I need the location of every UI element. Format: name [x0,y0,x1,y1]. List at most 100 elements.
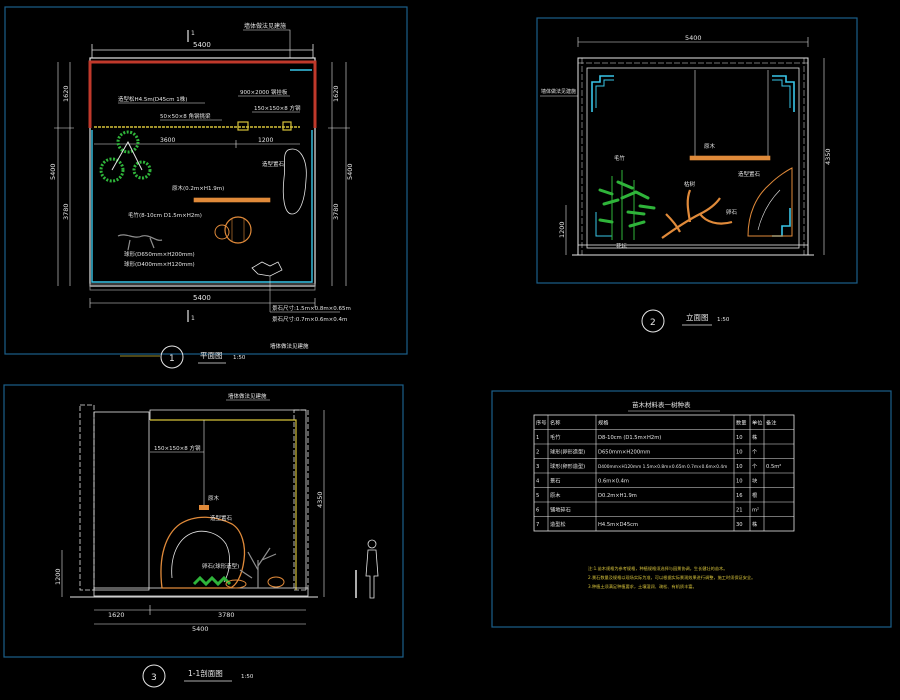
table-cell: 0.6m×0.4m [598,479,629,485]
table-note-line: 注:1.苗木规格为参考规格，种植规格须选择与园景协调，生长健壮的苗木。 [588,565,727,572]
elevation-panel-frame [536,17,858,284]
table-cell: 16 [736,493,743,499]
elevation-dim-right: 4350 [824,148,832,165]
table-notes: 注:1.苗木规格为参考规格，种植规格须选择与园景协调，生长健壮的苗木。2.景石数… [588,565,755,590]
table-cell: 块 [752,477,758,485]
table-cell: 景石 [550,478,560,485]
plan-label-rock1: 景石尺寸:1.5m×0.8m×0.65m [272,304,351,312]
table-grid [534,415,794,531]
table-header-cell: 单位 [752,419,762,427]
elevation-dim-left: 1200 [558,221,566,238]
plan-dim-top: 5400 [193,41,211,49]
table-header-cell: 名称 [550,419,560,427]
section-dim-bottom-b: 3780 [218,611,235,619]
plan-label-plank: 原木(0.2m×H1.9m) [172,184,224,192]
table-cell: 0.5m² [766,464,781,470]
table-cell: 球形(卵形造型) [550,448,585,456]
table-header-cell: 序号 [536,419,546,427]
table-note-line: 3.种植土须满足种植要求，土壤湿润、疏松、有机质丰富。 [588,583,697,590]
plan-label-rock2: 景石尺寸:0.7m×0.6m×0.4m [272,315,347,323]
plan-label-pine: 造型松H4.5m(D45cm 1株) [118,95,187,103]
plan-label-beam: 900×2000 钢挂板 [240,88,288,96]
plan-label-ball2: 球形(D400mm×H120mm) [124,260,195,268]
plan-dim-right-total: 5400 [346,163,354,180]
section-drawing: 150×150×8 方钢 原木 造型置石 卵石(球形造型) 墙体做法见建施 43… [54,392,379,688]
plan-drawing: 5400 1 墙体做法见建施 5400 1620 3780 1620 3780 … [49,22,354,369]
table-cell: 株 [752,433,758,441]
section-dim-left: 1200 [54,568,62,585]
section-label-plank: 原木 [208,494,220,502]
plan-title: 平面图 [200,351,223,360]
elevation-drawing: 5400 4350 1200 原木 毛竹 [540,34,832,333]
plan-dim-left-upper: 1620 [62,85,70,102]
table-header-cell: 备注 [766,419,776,427]
plan-dim-right-upper: 1620 [332,85,340,102]
elevation-label-plank: 原木 [704,142,716,150]
table-cell: 3 [536,464,539,470]
elevation-scale: 1:50 [717,317,730,323]
plan-label-ceiling: 150×150×8 方钢 [254,104,301,112]
plan-dim-mid-b: 1200 [258,137,273,144]
plan-number: 1 [169,354,175,364]
table-cell: 10 [736,435,743,441]
section-label-ceiling: 150×150×8 方钢 [154,444,201,452]
elevation-number: 2 [650,318,656,328]
plan-label-ball: 球形(D650mm×H200mm) [124,250,195,258]
table-cell: 根 [752,491,757,499]
plan-dim-mid-a: 3600 [160,137,175,144]
table-cell: 球形(卵形造型) [550,462,585,470]
table-cell: 4 [536,479,540,485]
table-cell: 个 [752,463,758,470]
table-cell: 2 [536,450,539,456]
plan-label-note: 墙体做法见建施 [270,342,309,350]
elevation-label-bamboo: 毛竹 [614,154,626,162]
table-cell: 6 [536,508,539,514]
elevation-label-rock: 造型置石 [738,170,761,178]
plan-section-mark-bottom: 1 [191,315,195,322]
section-label-stone: 造型置石 [210,514,233,522]
section-number: 3 [151,673,157,683]
table-cell: D0.2m×H1.9m [598,493,637,499]
elevation-label-base: 花坛 [616,242,628,250]
table-cell: m² [752,508,759,514]
table-cell: H4.5m×D45cm [598,522,638,528]
section-panel-frame [3,384,404,658]
plan-section-mark-top: 1 [191,30,195,37]
table-cell: 铺地碎石 [550,506,571,514]
plan-dim-bottom: 5400 [193,294,211,302]
plan-label-wall: 墙体做法见建施 [244,22,286,30]
elevation-label-wall: 墙体做法见建施 [541,88,576,95]
elevation-bamboo-icon [598,170,656,240]
section-title: 1-1剖面图 [188,668,223,678]
table-cell: 10 [736,479,743,485]
plan-panel-frame [4,6,408,355]
table-cell: 10 [736,450,743,456]
table-cell: 21 [736,508,743,514]
plan-dim-left-total: 5400 [49,163,57,180]
elevation-label-log: 枯树 [684,180,696,188]
section-label-pebble: 卵石(球形造型) [202,562,239,570]
section-dim-right: 4350 [316,491,324,508]
elevation-label-pebble: 卵石 [726,208,738,216]
table-cell: D400mm×H120mm 1.5m×0.8m×0.65m 0.7m×0.6m×… [598,464,727,470]
plan-pine-icon [99,130,152,183]
table-cell: 30 [736,522,743,528]
plan-label-rail: 50×50×8 角钢挑梁 [160,112,211,120]
table-cell: 造型松 [550,520,566,528]
elevation-title: 立面图 [686,312,709,322]
plan-scale: 1:50 [233,355,246,361]
table-header-cell: 数量 [736,419,746,427]
section-label-wall: 墙体做法见建施 [228,392,267,400]
plan-dim-left-lower: 3780 [62,203,70,220]
section-dim-bottom-a: 1620 [108,611,125,619]
table-cell: 个 [752,449,758,456]
plan-dim-right-lower: 3780 [332,203,340,220]
table-cell: 5 [536,493,539,499]
table-cell: 原木 [550,491,561,499]
table-cell: 1 [536,435,539,441]
table-cell: D650mm×H200mm [598,450,650,456]
plan-label-bamboo: 毛竹(8-10cm D1.5m×H2m) [128,211,202,219]
section-scale: 1:50 [241,674,254,680]
